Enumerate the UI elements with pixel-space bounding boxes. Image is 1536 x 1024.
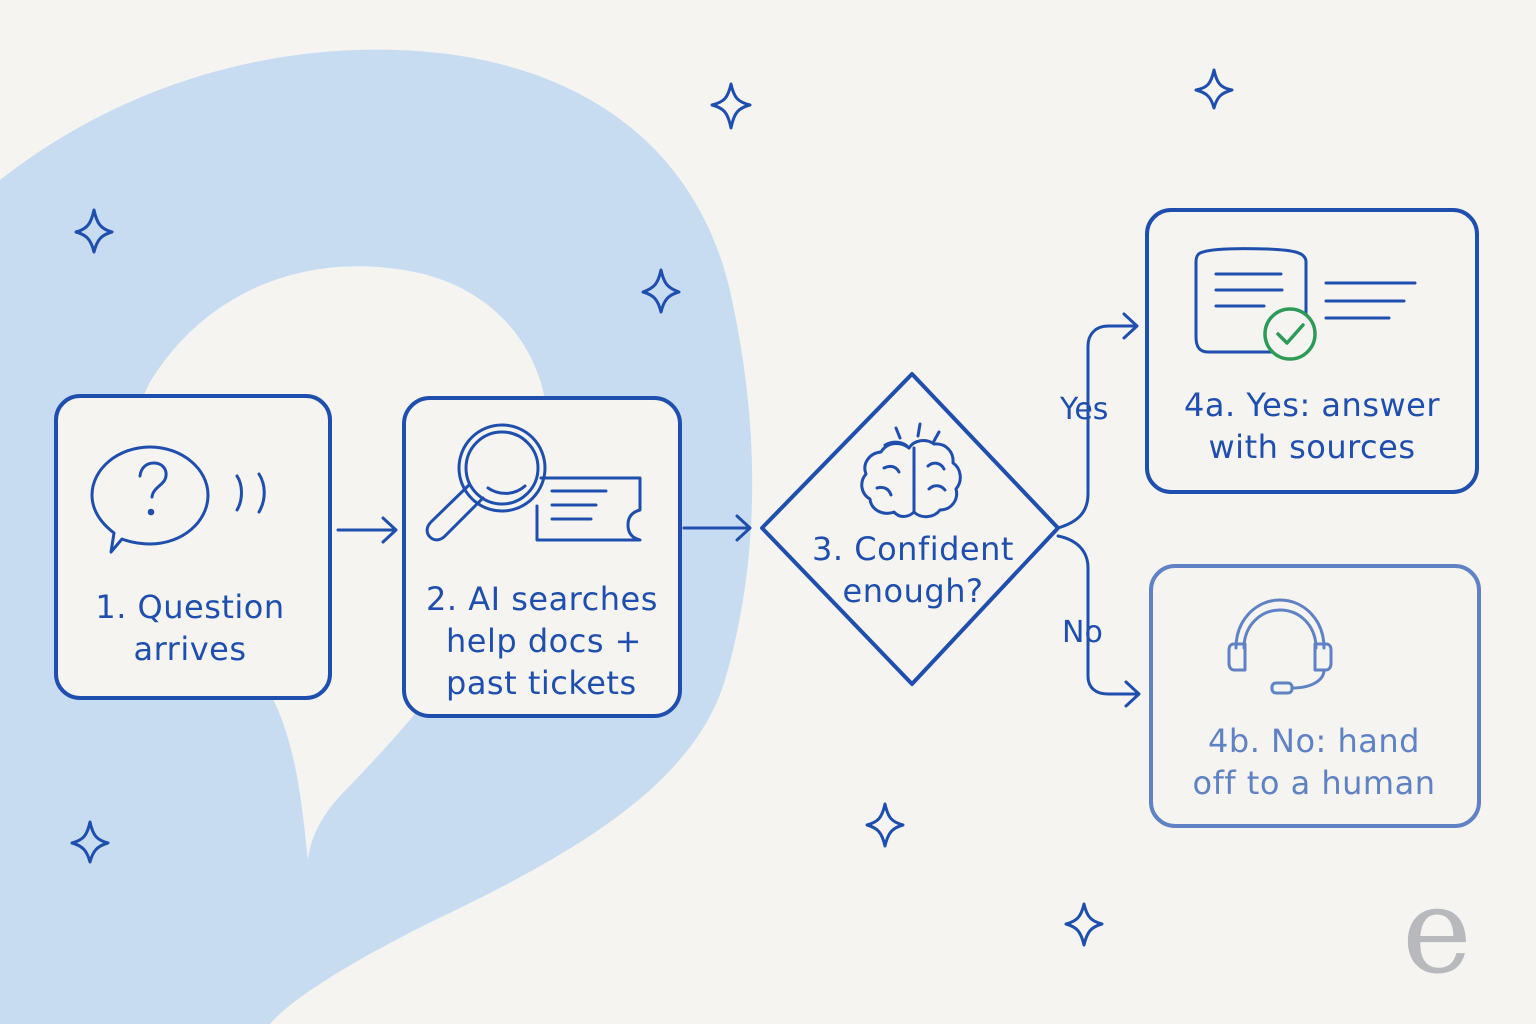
headset-icon [1227,598,1333,695]
step-4b-box [1149,564,1481,828]
step-2-label-line-3: past tickets [446,664,637,702]
step-3-label: 3. Confident enough? [810,528,1016,612]
sparkle-icon [710,82,752,130]
step-4a-label-line-1: 4a. Yes: answer [1184,386,1440,424]
step-4b-label-line-1: 4b. No: hand [1208,722,1420,760]
step-4a-box [1145,208,1479,494]
step-3-label-line-1: 3. Confident [812,530,1014,568]
sparkle-icon [70,820,110,864]
step-3-diamond [760,372,1060,686]
sparkle-icon [865,802,905,848]
magnifying-glass-icon [425,423,547,542]
step-1-label: 1. Question arrives [90,586,290,670]
sparkle-icon [1064,902,1104,947]
step-2-label: 2. AI searches help docs + past tickets [426,578,666,704]
logo-mark: e [1402,862,1472,1000]
no-branch-label: No [1062,615,1103,650]
arrow-step-2-to-3 [682,514,752,542]
step-4b-label: 4b. No: hand off to a human [1180,720,1448,804]
step-3-label-line-2: enough? [842,572,984,610]
step-4a-label: 4a. Yes: answer with sources [1176,384,1448,468]
step-2-label-line-2: help docs + [446,622,642,660]
step-1-label-line-1: 1. Question [95,588,285,626]
arrow-step-1-to-2 [336,516,398,544]
step-2-label-line-1: 2. AI searches [426,580,658,618]
arrow-yes-branch [1056,312,1139,530]
check-circle-icon [1263,307,1317,361]
yes-branch-label: Yes [1060,392,1109,427]
sparkle-icon [1194,68,1234,110]
speech-bubble-question-icon [90,445,266,554]
step-1-box [54,394,332,700]
brain-icon [860,422,962,519]
ticket-document-icon [535,476,642,542]
sparkle-icon [74,208,114,254]
sparkle-icon [641,268,681,314]
step-4a-label-line-2: with sources [1208,428,1416,466]
step-1-label-line-2: arrives [133,630,247,668]
step-4b-label-line-2: off to a human [1192,764,1436,802]
arrow-no-branch [1056,534,1141,708]
